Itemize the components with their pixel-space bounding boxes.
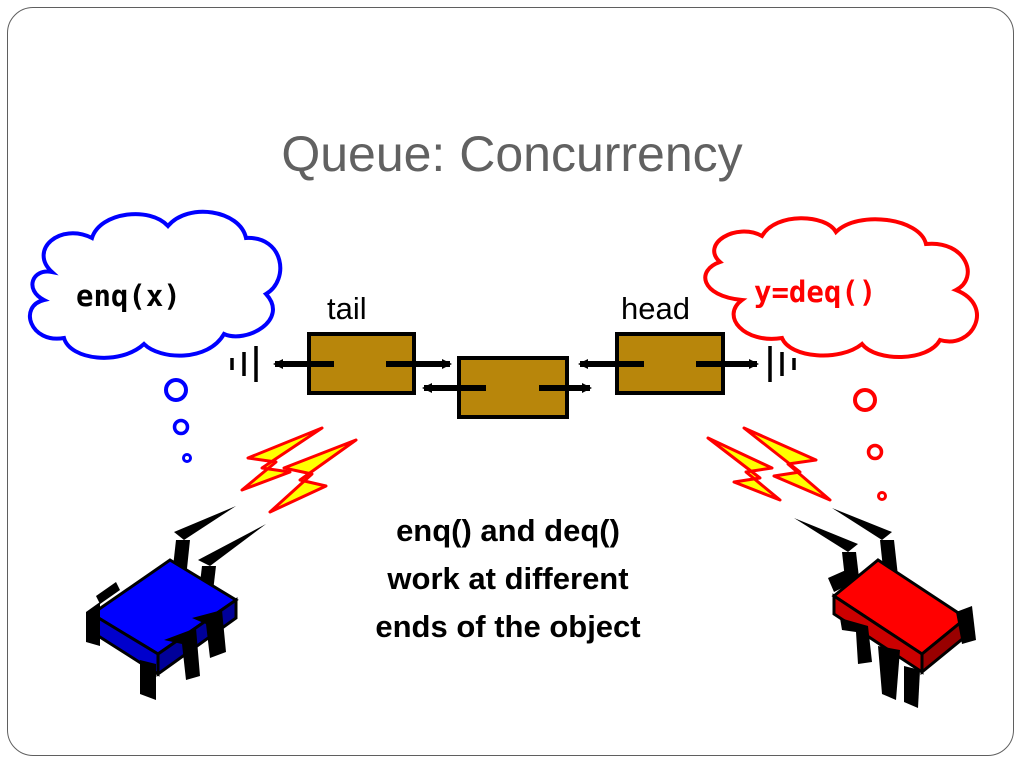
lightning-bolt-icon	[240, 426, 324, 492]
slide-frame	[7, 7, 1014, 756]
thought-cloud-icon-right	[703, 216, 979, 359]
thought-bubble-icon	[866, 443, 884, 461]
caption-line: enq() and deq()	[396, 513, 620, 548]
caption-line: ends of the object	[375, 609, 641, 644]
thought-bubble-icon	[164, 378, 188, 402]
caption-line: work at different	[387, 561, 629, 596]
lightning-bolt-icon	[742, 426, 832, 502]
robot-bug-icon-right	[794, 508, 976, 708]
lightning-bolt-icon	[268, 438, 358, 514]
caption: enq() and deq() work at different ends o…	[318, 507, 698, 651]
thought-bubble-icon	[877, 491, 887, 501]
ground-symbol-icon-left	[230, 346, 258, 382]
ground-symbol-icon-right	[768, 346, 796, 382]
robot-bug-icon-left	[86, 506, 266, 700]
head-label: head	[621, 291, 690, 326]
arrow-icon	[273, 359, 759, 393]
thought-cloud-icon-left	[27, 209, 283, 360]
tail-label: tail	[327, 291, 367, 326]
thought-text-right: y=deq()	[754, 275, 877, 309]
thought-bubble-icon	[172, 418, 190, 436]
lightning-bolt-icon	[706, 436, 782, 502]
thought-bubble-icon	[853, 388, 877, 412]
slide-title: Queue: Concurrency	[281, 126, 743, 182]
thought-bubble-icon	[182, 453, 192, 463]
thought-text-left: enq(x)	[76, 279, 181, 313]
